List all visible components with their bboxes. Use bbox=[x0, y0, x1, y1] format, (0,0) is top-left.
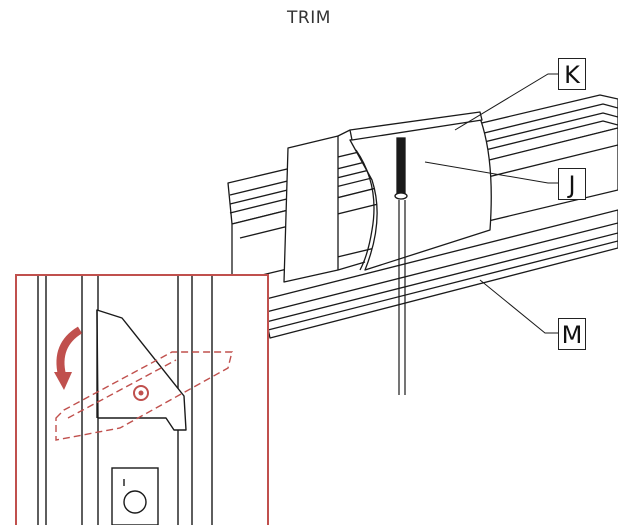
leader-m bbox=[479, 279, 558, 334]
end-cap bbox=[283, 135, 339, 283]
rotation-arrow-icon bbox=[56, 326, 83, 376]
leader-lines bbox=[424, 73, 558, 334]
callout-k: K bbox=[558, 58, 586, 90]
bracket-inner-curve bbox=[355, 149, 375, 271]
inset-track bbox=[37, 276, 213, 525]
inset-hole bbox=[123, 490, 147, 514]
leader-j bbox=[424, 161, 558, 184]
bracket-curved-body bbox=[349, 117, 492, 271]
callout-j: J bbox=[558, 168, 586, 200]
detail-inset bbox=[15, 274, 269, 525]
inset-plate bbox=[96, 309, 187, 431]
end-cap-edge-2 bbox=[337, 261, 366, 271]
end-cap-edge bbox=[337, 129, 351, 137]
end-bracket bbox=[283, 111, 492, 283]
bottom-rail-line-3 bbox=[267, 240, 618, 331]
page-title: TRIM bbox=[287, 8, 331, 28]
bottom-rail-line-1 bbox=[265, 222, 618, 313]
screw bbox=[394, 137, 408, 200]
callout-m: M bbox=[558, 318, 586, 350]
rail-ridge-1 bbox=[229, 103, 618, 196]
leader-k bbox=[454, 73, 558, 131]
rail-ridge-3 bbox=[229, 120, 618, 214]
inset-rotated-outline-2 bbox=[67, 359, 177, 419]
bracket-top-cap bbox=[349, 111, 483, 141]
inset-rotated-outline bbox=[55, 351, 233, 441]
bottom-rail-line-2 bbox=[265, 232, 618, 323]
rail-ridge-2 bbox=[229, 112, 618, 205]
